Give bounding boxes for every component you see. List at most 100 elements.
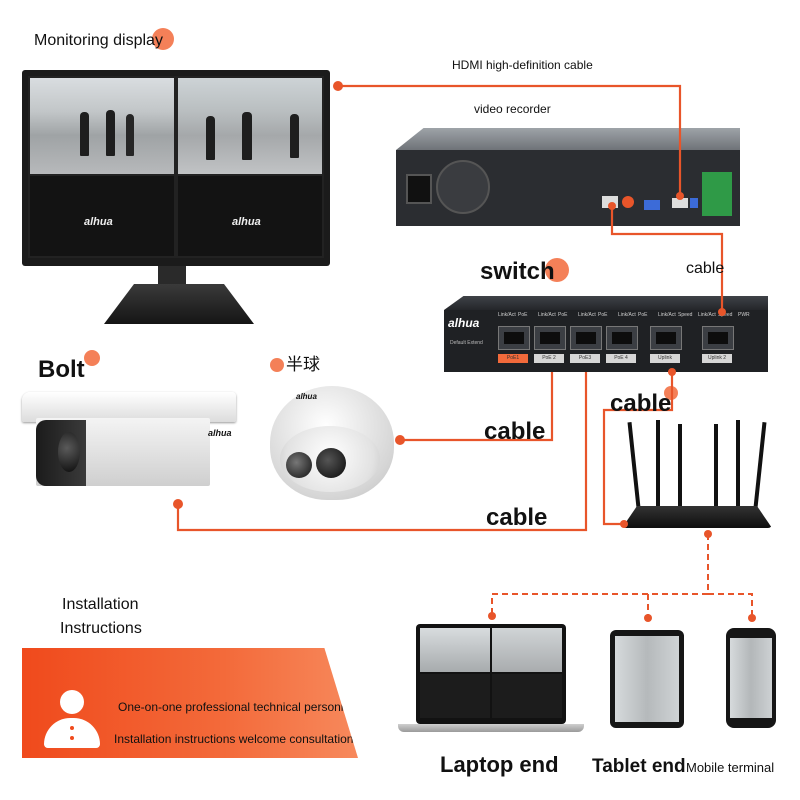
brand-logo: alhua [84, 216, 113, 228]
laptop-feed [492, 628, 562, 672]
dome-label: 半球 [286, 355, 320, 374]
hdmi-cable-label: HDMI high-definition cable [452, 58, 593, 72]
switch-top [444, 296, 768, 310]
switch-indicator-label: PWR [738, 312, 750, 318]
switch-label: switch [480, 258, 555, 285]
video-recorder [396, 128, 740, 226]
switch-brand-logo: alhua [448, 316, 480, 330]
cable-bolt-label: cable [486, 504, 548, 531]
laptop-feed [420, 674, 490, 718]
router-cable-line [602, 372, 674, 526]
usb-port [690, 198, 698, 208]
camera-feed-3: alhua [30, 176, 174, 256]
dome-camera: alhua [266, 380, 398, 502]
laptop-feed [420, 628, 490, 672]
switch-indicator-label: Link/Act [618, 312, 636, 318]
dome-lens [316, 448, 346, 478]
person-figure [80, 112, 89, 156]
connector-dot [488, 612, 496, 620]
laptop-base [398, 724, 584, 732]
router-body [622, 506, 772, 528]
switch-indicator-label: Speed [678, 312, 693, 318]
switch-port-label: PoE 2 [534, 354, 564, 363]
person-body [44, 718, 100, 748]
label-accent-blob [152, 28, 174, 50]
power-socket [406, 174, 432, 204]
person-figure [242, 112, 252, 160]
router-antenna [656, 420, 660, 508]
person-button [70, 736, 74, 740]
connector-dot [668, 368, 676, 376]
connector-dot [676, 192, 684, 200]
switch-port-label: Uplink 2 [702, 354, 732, 363]
laptop-end-label: Laptop end [440, 752, 559, 777]
switch-indicator-label: PoE [638, 312, 648, 318]
monitoring-display: alhua alhua [22, 70, 330, 266]
tablet-end-label: Tablet end [592, 756, 686, 777]
switch-indicator-label: Link/Act [498, 312, 516, 318]
switch-indicator-label: Link/Act [658, 312, 676, 318]
laptop [398, 624, 584, 734]
recorder-top [396, 128, 740, 150]
switch-port [606, 326, 638, 350]
switch-port-label: PoE1 [498, 354, 528, 363]
connector-dot [748, 614, 756, 622]
dome-cable-line [400, 372, 554, 442]
cable-recorder-switch-label: cable [686, 260, 725, 277]
connector-dot [620, 520, 628, 528]
audio-port [622, 196, 634, 208]
switch-indicator-label: Link/Act [578, 312, 596, 318]
support-person-icon [42, 688, 102, 750]
install-line1: One-on-one professional technical person… [118, 700, 357, 714]
switch-port-label: PoE3 [570, 354, 600, 363]
connector-dot [395, 435, 405, 445]
bolt-brand-logo: alhua [208, 428, 232, 438]
dome-brand-logo: alhua [296, 392, 317, 401]
connector-dot [704, 530, 712, 538]
camera-feed-4: alhua [178, 176, 322, 256]
video-recorder-label: video recorder [474, 102, 551, 116]
hdmi-port [672, 198, 688, 208]
default-extend-label: Default Extend [450, 340, 483, 346]
switch-port-label: PoE 4 [606, 354, 636, 363]
switch-port [498, 326, 530, 350]
mobile-phone [726, 628, 776, 728]
router-antenna [714, 424, 718, 506]
switch-indicator-label: PoE [598, 312, 608, 318]
switch-port [570, 326, 602, 350]
switch-port [650, 326, 682, 350]
wireless-link-phone [708, 593, 753, 618]
bolt-camera: alhua [22, 392, 236, 496]
install-heading-line1: Installation [62, 596, 139, 613]
connector-dot [608, 202, 616, 210]
label-accent-blob [545, 258, 569, 282]
connector-dot [173, 499, 183, 509]
tablet [610, 630, 684, 728]
switch-port [702, 326, 734, 350]
switch-indicator-label: PoE [518, 312, 528, 318]
tablet-screen [615, 636, 679, 722]
switch-port [534, 326, 566, 350]
fan-vent [436, 160, 490, 214]
label-accent-blob [84, 350, 100, 366]
phone-screen [730, 638, 772, 718]
monitor-screen: alhua alhua [28, 76, 324, 258]
person-head [60, 690, 84, 714]
bolt-hood [22, 392, 236, 422]
monitor-neck [158, 266, 186, 286]
dome-ir-led [286, 452, 312, 478]
router-antenna [678, 424, 682, 506]
bolt-label: Bolt [38, 356, 85, 383]
switch-port-label: Uplink [650, 354, 680, 363]
recorder-back-panel [396, 150, 740, 226]
monitoring-display-label: Monitoring display [34, 32, 163, 49]
install-banner: One-on-one professional technical person… [22, 648, 358, 758]
cable-dome-label: cable [484, 418, 546, 445]
switch-indicator-label: Link/Act [698, 312, 716, 318]
person-figure [106, 110, 115, 156]
laptop-screen [416, 624, 566, 724]
cable-router-label: cable [610, 390, 672, 417]
